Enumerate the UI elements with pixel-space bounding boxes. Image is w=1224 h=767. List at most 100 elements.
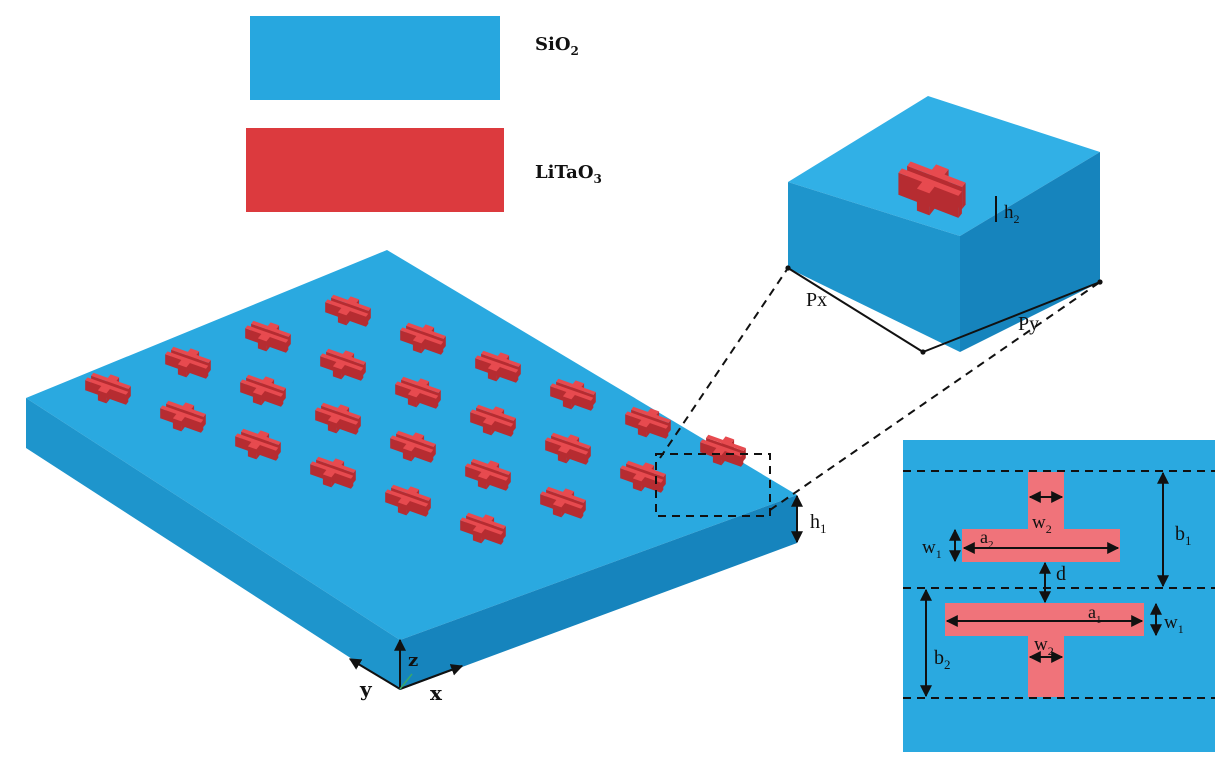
axis-label-z: z	[408, 650, 418, 671]
array-substrate	[26, 250, 797, 690]
resonator-top-face	[391, 484, 431, 501]
legend-swatch-litao3	[246, 128, 504, 212]
resonator-side-face	[353, 470, 356, 483]
resonator-top-face	[395, 381, 439, 399]
resonator-side-face	[496, 366, 501, 382]
resonator-side-face	[511, 423, 514, 437]
highlight-unit-box	[655, 453, 771, 517]
resonator-top-face	[172, 413, 186, 422]
resonator-side-face	[588, 446, 591, 459]
resonator-top-face	[331, 294, 371, 311]
resonator-side-face	[336, 418, 341, 434]
a2-label: a2	[980, 527, 994, 551]
resonator-side-face	[351, 475, 354, 489]
resonator-top-face	[97, 385, 111, 394]
unit-cell: h2 Px Py	[785, 96, 1103, 355]
axis-label-y: y	[359, 677, 373, 701]
resonator-unit	[245, 320, 291, 353]
resonator-top-face	[407, 389, 421, 398]
resonator-side-face	[266, 336, 271, 352]
resonator-unit	[390, 430, 436, 463]
resonator-side-face	[201, 419, 204, 433]
resonator-unit	[545, 432, 591, 465]
resonator-side-face	[508, 472, 511, 485]
resonator-top-face	[465, 463, 509, 481]
resonator-side-face	[646, 422, 651, 438]
d-label: d	[1056, 563, 1066, 585]
resonator-side-face	[416, 392, 421, 408]
resonator-unit	[460, 512, 506, 545]
w1-left-label: w1	[922, 537, 942, 561]
resonator-side-face	[436, 395, 439, 409]
resonator-top-face	[397, 497, 411, 506]
resonator-side-face	[721, 450, 726, 466]
resonator-front-face	[557, 450, 567, 464]
resonator-unit	[320, 348, 366, 381]
resonator-side-face	[431, 449, 434, 463]
resonator-top-face	[247, 441, 261, 450]
resonator-unit	[160, 400, 206, 433]
resonator-top-face	[257, 333, 271, 342]
resonator-top-face	[316, 456, 356, 473]
resonator-unit	[475, 350, 521, 383]
resonator-side-face	[283, 388, 286, 401]
resonator-side-face	[586, 451, 589, 465]
resonator-unit	[240, 374, 286, 407]
resonator-front-face	[327, 420, 337, 434]
resonator-top-face	[907, 161, 966, 187]
resonator-side-face	[341, 364, 346, 380]
resonator-side-face	[663, 474, 666, 487]
resonator-top-face	[252, 387, 266, 396]
resonator-front-face	[477, 476, 487, 490]
resonator-front-face	[412, 340, 422, 354]
resonator-top-face	[245, 325, 289, 343]
resonator-front-face	[247, 446, 257, 460]
resonator-top-face	[471, 458, 511, 475]
resonator-side-face	[346, 310, 351, 326]
resonator-front-face	[332, 366, 342, 380]
resonator-top-face	[551, 432, 591, 449]
resonator-unit	[310, 456, 356, 489]
resonator-side-face	[958, 191, 962, 218]
resonator-top-face	[315, 407, 359, 425]
resonator-side-face	[421, 338, 426, 354]
w2-top-label: w2	[1032, 512, 1052, 536]
resonator-unit	[235, 428, 281, 461]
resonator-top-face	[476, 404, 516, 421]
resonator-front-face	[712, 452, 722, 466]
resonator-front-face	[552, 504, 562, 518]
resonator-top-face	[337, 307, 351, 316]
resonator-side-face	[583, 500, 586, 513]
resonator-top-face	[310, 461, 354, 479]
resonator-top-face	[556, 378, 596, 395]
resonator-top-face	[898, 168, 962, 196]
resonator-unit	[550, 378, 596, 411]
resonator-top-face	[166, 400, 206, 417]
resonator-side-face	[281, 393, 284, 407]
resonator-top-face	[396, 430, 436, 447]
resonator-side-face	[363, 362, 366, 375]
resonator-top-face	[552, 499, 566, 508]
b1-label: b1	[1175, 523, 1192, 548]
resonator-front-face	[472, 530, 482, 544]
resonator-side-face	[208, 360, 211, 373]
resonator-side-face	[491, 420, 496, 436]
resonator-front-face	[252, 392, 262, 406]
resonator-top-face	[706, 434, 746, 451]
resonator-top-face	[916, 181, 935, 194]
resonator-top-face	[470, 409, 514, 427]
resonator-unit	[85, 372, 131, 405]
resonator-side-face	[929, 186, 935, 216]
resonator-side-face	[641, 476, 646, 492]
resonator-side-face	[486, 474, 491, 490]
resonator-front-face	[177, 364, 187, 378]
zoom-line-upper	[659, 267, 789, 459]
resonator-side-face	[481, 528, 486, 544]
resonator-side-face	[278, 442, 281, 455]
resonator-top-face	[321, 402, 361, 419]
resonator-side-face	[361, 367, 364, 381]
resonator-unit	[700, 434, 746, 467]
resonator-top-face	[487, 363, 501, 372]
resonator-side-face	[126, 391, 129, 405]
resonator-side-face	[668, 420, 671, 433]
